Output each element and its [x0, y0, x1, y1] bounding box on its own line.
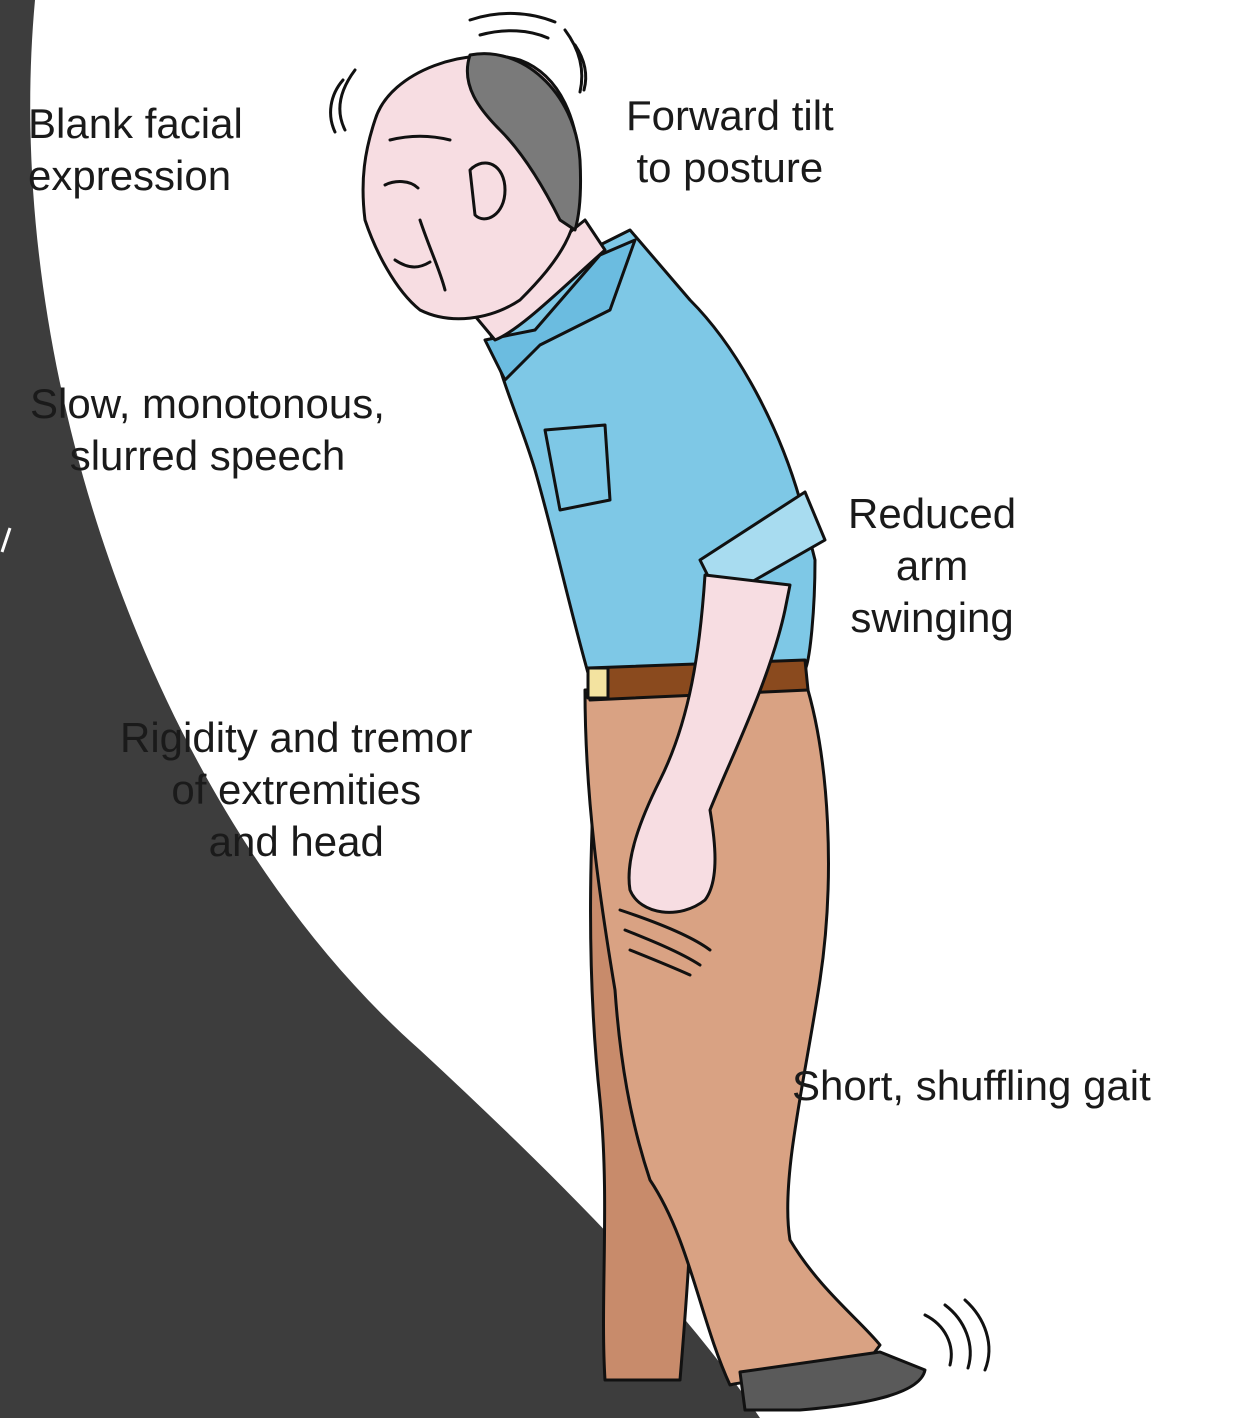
- label-line: Reduced: [848, 488, 1016, 540]
- label-line: Slow, monotonous,: [30, 378, 385, 430]
- label-line: Blank facial: [28, 98, 243, 150]
- label-line: Forward tilt: [626, 90, 834, 142]
- label-line: swinging: [848, 592, 1016, 644]
- label-slow-monotonous-speech: Slow, monotonous, slurred speech: [30, 378, 385, 482]
- label-line: Rigidity and tremor: [120, 712, 472, 764]
- ear: [470, 163, 505, 219]
- belt-buckle: [588, 668, 608, 698]
- label-reduced-arm-swinging: Reduced arm swinging: [848, 488, 1016, 644]
- label-forward-tilt-to-posture: Forward tilt to posture: [626, 90, 834, 194]
- label-line: to posture: [626, 142, 834, 194]
- label-line: Short, shuffling gait: [792, 1060, 1151, 1112]
- label-blank-facial-expression: Blank facial expression: [28, 98, 243, 202]
- label-line: slurred speech: [30, 430, 385, 482]
- label-line: expression: [28, 150, 243, 202]
- label-line: of extremities: [120, 764, 472, 816]
- label-short-shuffling-gait: Short, shuffling gait: [792, 1060, 1151, 1112]
- label-rigidity-and-tremor: Rigidity and tremor of extremities and h…: [120, 712, 472, 868]
- label-line: arm: [848, 540, 1016, 592]
- label-line: and head: [120, 816, 472, 868]
